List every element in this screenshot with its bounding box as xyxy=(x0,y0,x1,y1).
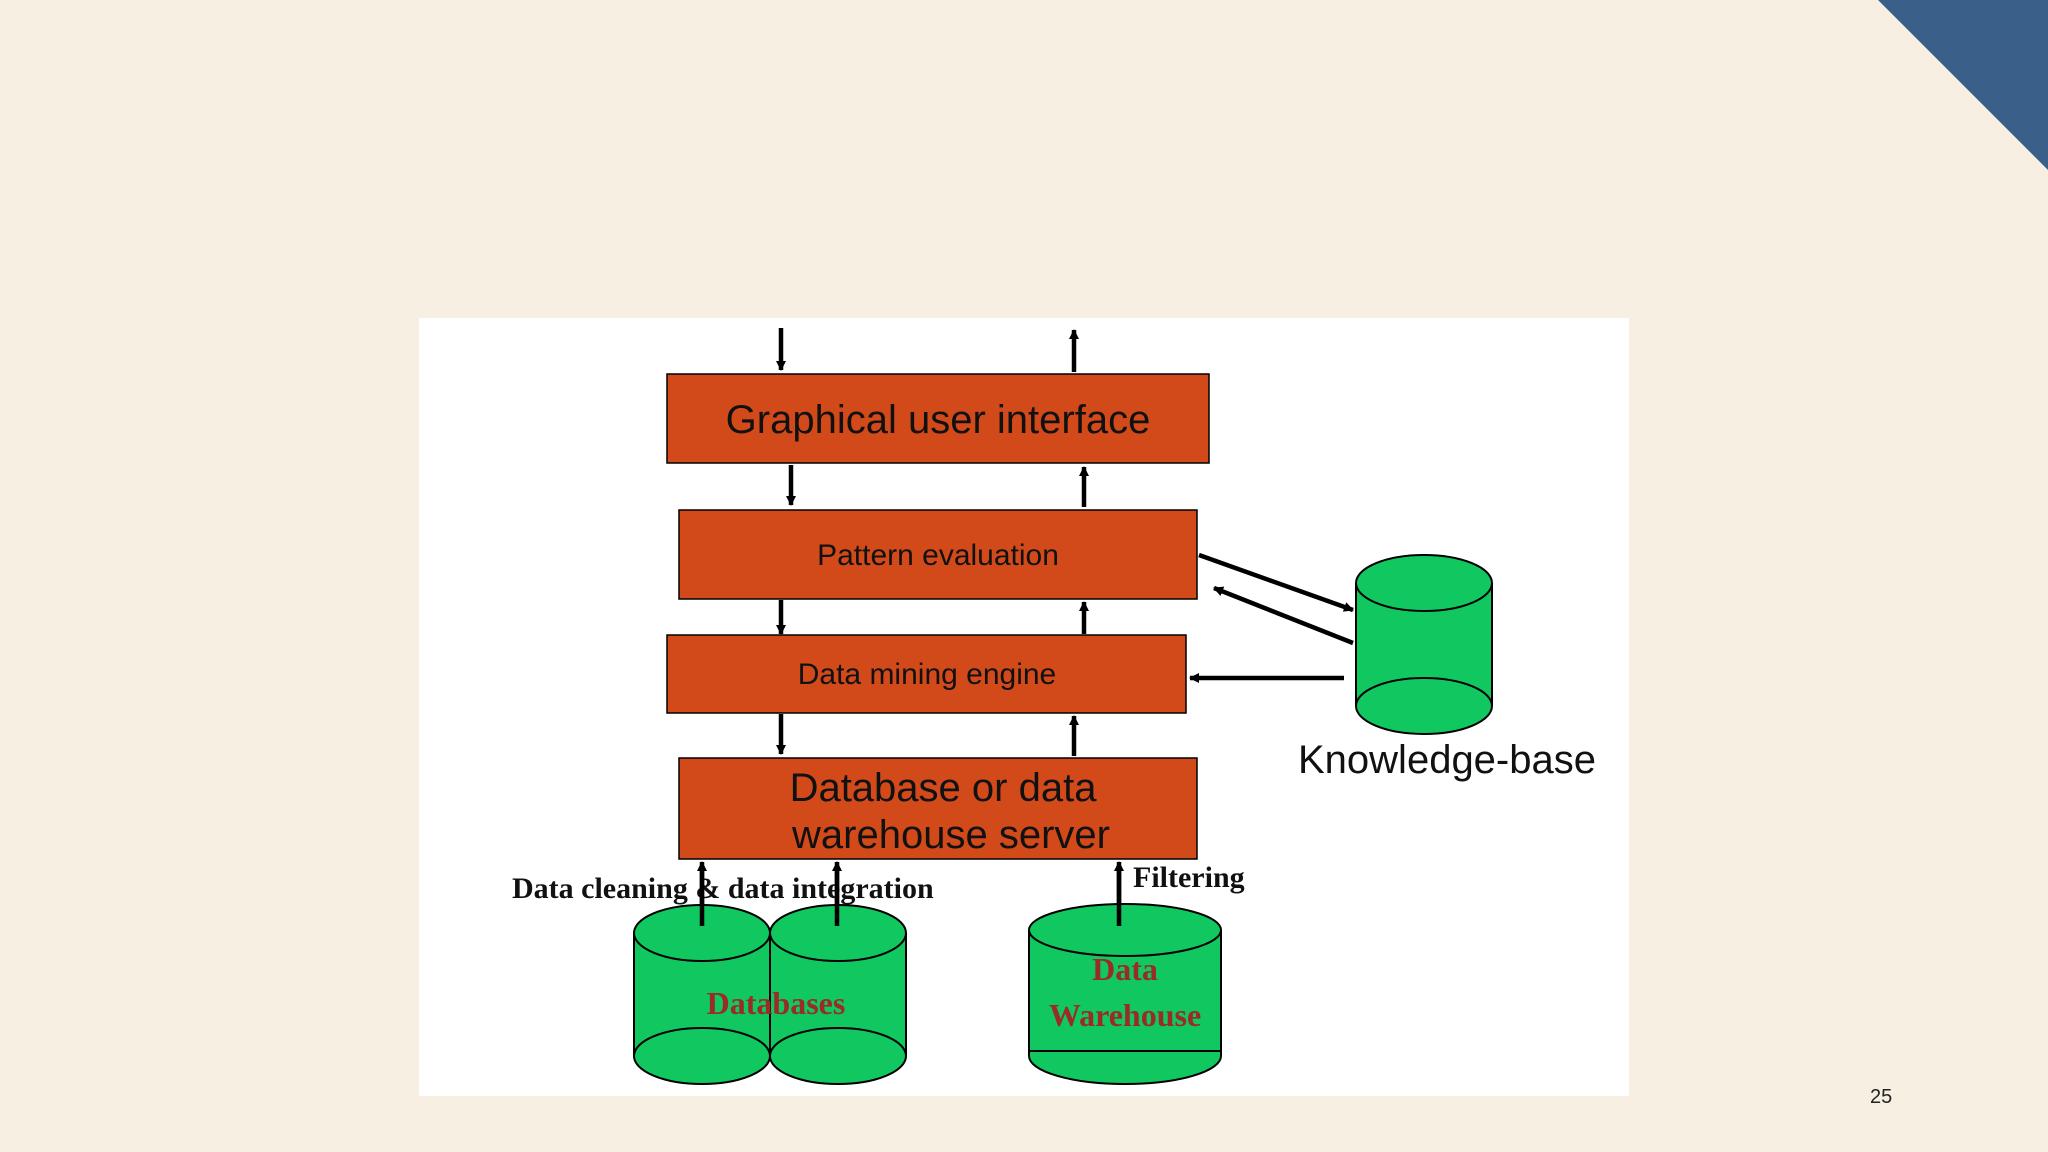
server-layer: Database or data warehouse server xyxy=(678,757,1198,860)
server-label-line1: Database or data xyxy=(790,766,1098,810)
corner-decoration xyxy=(1878,0,2048,170)
data-warehouse-cylinder xyxy=(1028,903,1222,1085)
server-label-line2: warehouse server xyxy=(791,813,1110,857)
kb-to-pattern-arrow xyxy=(1213,585,1354,646)
warehouse-label-line1: Data xyxy=(1092,951,1158,987)
pattern-to-kb-arrow xyxy=(1198,552,1354,613)
pattern-evaluation-layer: Pattern evaluation xyxy=(678,509,1198,600)
slide-number: 25 xyxy=(1870,1086,1893,1108)
data-mining-engine-layer: Data mining engine xyxy=(666,634,1187,714)
data-mining-engine-label: Data mining engine xyxy=(798,658,1057,691)
pattern-evaluation-label: Pattern evaluation xyxy=(817,539,1059,572)
architecture-diagram: Graphical user interface Pattern evaluat… xyxy=(419,318,1629,1096)
knowledge-base-cylinder xyxy=(1355,554,1493,735)
databases-label: Databases xyxy=(707,985,846,1021)
knowledge-base-label: Knowledge-base xyxy=(1298,738,1596,782)
databases-cylinders xyxy=(633,904,907,1085)
warehouse-label-line2: Warehouse xyxy=(1049,997,1201,1033)
gui-label: Graphical user interface xyxy=(726,398,1151,442)
cleaning-integration-label: Data cleaning & data integration xyxy=(512,872,934,905)
filtering-label: Filtering xyxy=(1133,861,1245,894)
gui-layer: Graphical user interface xyxy=(666,373,1210,464)
